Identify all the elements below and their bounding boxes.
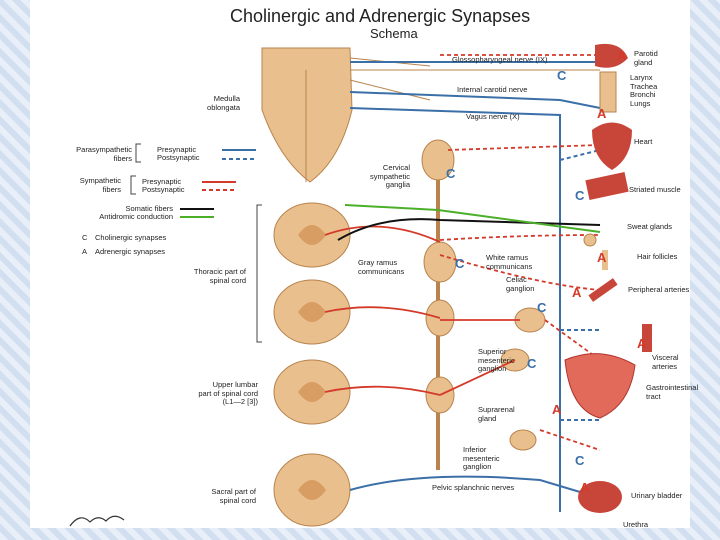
label-inferior-mesenteric: Inferior mesenteric ganglion: [463, 445, 500, 471]
adrenergic-marker: A: [597, 250, 607, 265]
label-heart: Heart: [634, 137, 653, 146]
spinal-segment-lumbar: [273, 359, 351, 425]
spinal-segment-thoracic: [273, 202, 351, 268]
label-striated: Striated muscle: [629, 185, 681, 194]
thoracic-bracket: [256, 204, 262, 343]
adrenergic-marker: A: [572, 285, 582, 300]
adrenergic-marker: A: [617, 48, 627, 63]
cholinergic-marker: C: [575, 188, 585, 203]
label-superior-mesenteric: Superior mesenteric ganglion: [478, 347, 515, 373]
legend-c-label: C: [82, 233, 88, 242]
cholinergic-marker: C: [455, 256, 465, 271]
label-internal-carotid: Internal carotid nerve: [457, 85, 528, 94]
legend-c-text: Cholinergic synapses: [95, 233, 167, 242]
label-thoracic: Thoracic part of spinal cord: [193, 267, 246, 285]
label-white-ramus: White ramus communicans: [486, 253, 533, 271]
label-celiac: Celiac ganglion: [506, 275, 535, 293]
label-sweat: Sweat glands: [627, 222, 673, 231]
organ-bladder: [578, 481, 622, 513]
label-peripheral: Peripheral arteries: [628, 285, 690, 294]
adrenergic-marker: A: [637, 336, 647, 351]
legend-presynaptic-symp: Presynaptic: [142, 177, 182, 186]
organ-gi-tract: [564, 353, 636, 419]
legend-parasympathetic: Parasympathetic fibers: [76, 145, 132, 163]
organ-parotid: [595, 43, 628, 68]
label-gi: Gastrointestinal tract: [646, 383, 699, 401]
label-bladder: Urinary bladder: [631, 491, 683, 500]
organ-striated-muscle: [585, 172, 629, 200]
label-gray-ramus: Gray ramus communicans: [358, 258, 405, 276]
label-lumbar: Upper lumbar part of spinal cord (L1—2 […: [198, 380, 258, 406]
label-larynx: Larynx Trachea Bronchi Lungs: [630, 73, 658, 108]
organ-sweat-gland: [583, 233, 597, 247]
organ-larynx: [599, 71, 617, 113]
organ-visceral-artery: [642, 324, 652, 352]
adrenergic-marker: A: [580, 480, 590, 495]
cholinergic-marker: C: [537, 300, 547, 315]
slide-panel: [30, 0, 690, 528]
legend-presynaptic: Presynaptic: [157, 145, 197, 154]
legend-a-text: Adrenergic synapses: [95, 247, 166, 256]
legend-postsynaptic-symp: Postsynaptic: [142, 185, 185, 194]
label-suprarenal: Suprarenal gland: [478, 405, 515, 423]
legend-antidromic: Antidromic conduction: [99, 212, 173, 221]
legend-postsynaptic: Postsynaptic: [157, 153, 200, 162]
label-glossopharyngeal: Glossopharyngeal nerve (IX): [452, 55, 548, 64]
adrenergic-marker: A: [552, 402, 562, 417]
sympathetic-fibers: [324, 225, 520, 396]
legend-lines: [130, 143, 256, 218]
cholinergic-marker: C: [575, 453, 585, 468]
label-cervical-ganglia: Cervical sympathetic ganglia: [369, 163, 410, 189]
cholinergic-marker: C: [446, 166, 456, 181]
legend-a-label: A: [82, 247, 88, 256]
organ-heart: [592, 122, 632, 170]
diagram-title: Cholinergic and Adrenergic Synapses: [230, 6, 531, 26]
adrenergic-marker: A: [597, 106, 607, 121]
organ-peripheral-artery: [588, 278, 618, 302]
cholinergic-marker: C: [557, 68, 567, 83]
cholinergic-marker: C: [527, 356, 537, 371]
label-pelvic-splanchnic: Pelvic splanchnic nerves: [432, 483, 515, 492]
label-vagus: Vagus nerve (X): [466, 112, 520, 121]
somatic-fiber: [337, 218, 601, 241]
spinal-segment-sacral: [273, 453, 351, 527]
label-medulla: Medulla oblongata: [207, 94, 240, 112]
label-visceral: Visceral arteries: [652, 353, 679, 371]
organ-hair-follicle: [602, 250, 608, 270]
label-sacral: Sacral part of spinal cord: [211, 487, 256, 505]
spinal-segment-thoracic-2: [273, 279, 351, 345]
label-hair: Hair follicles: [637, 252, 678, 261]
legend-sympathetic: Sympathetic fibers: [79, 176, 121, 194]
antidromic-fiber: [344, 204, 601, 233]
diagram-subtitle: Schema: [370, 26, 418, 41]
legend-somatic: Somatic fibers: [125, 204, 173, 213]
label-parotid: Parotid gland: [634, 49, 658, 67]
label-urethra: Urethra: [623, 520, 649, 529]
